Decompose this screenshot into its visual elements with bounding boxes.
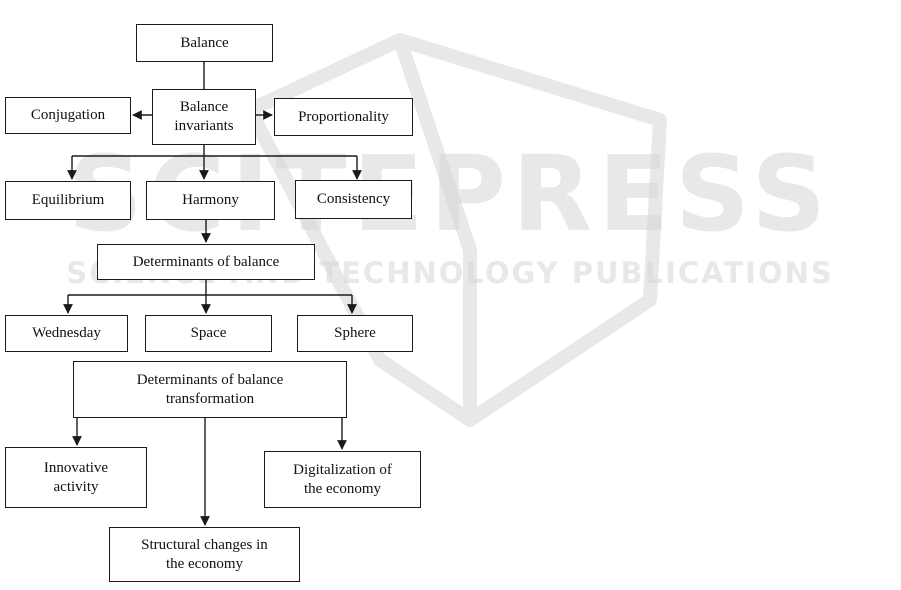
node-label-line: Determinants of balance	[132, 253, 280, 270]
node-label: Structural changes in the economy	[141, 536, 268, 574]
node-label-line: Structural changes in	[141, 536, 268, 553]
node-label-line: Conjugation	[30, 107, 106, 123]
node-determinants-of-balance: Determinants of balance	[97, 244, 315, 280]
node-label-line: Digitalization of	[293, 461, 392, 478]
node-label-line: Proportionality	[298, 108, 389, 125]
node-label-line: Harmony	[182, 192, 239, 208]
node-space: Space	[145, 315, 272, 352]
node-label-line: Balance	[180, 34, 229, 51]
node-label-line: Equilibrium	[31, 192, 105, 208]
node-harmony: Harmony	[146, 181, 275, 220]
node-balance-invariants: Balance invariants	[152, 89, 256, 145]
node-equilibrium: Equilibrium	[5, 181, 131, 220]
node-label: Proportionality	[298, 108, 389, 127]
node-label: Consistency	[317, 190, 390, 209]
node-label-line: Innovative	[43, 459, 109, 476]
node-proportionality: Proportionality	[274, 98, 413, 136]
node-label-line: Wednesday	[32, 325, 101, 341]
node-label: Determinants of balance transformation	[137, 371, 284, 409]
node-label-line: Space	[190, 325, 227, 341]
node-label: Conjugation	[31, 106, 105, 125]
node-balance: Balance	[136, 24, 273, 62]
node-label: Harmony	[182, 191, 239, 210]
node-structural-changes-in-the-economy: Structural changes in the economy	[109, 527, 300, 582]
node-label: Determinants of balance	[133, 253, 280, 272]
node-label: Space	[191, 324, 227, 343]
node-label: Balance invariants	[174, 98, 233, 136]
node-label-line: the economy	[303, 480, 382, 497]
node-label-line: Determinants of balance	[136, 371, 284, 388]
node-label-line: activity	[53, 478, 99, 495]
node-innovative-activity: Innovative activity	[5, 447, 147, 508]
node-conjugation: Conjugation	[5, 97, 131, 134]
node-consistency: Consistency	[295, 180, 412, 219]
node-label: Sphere	[334, 324, 376, 343]
node-digitalization-of-the-economy: Digitalization of the economy	[264, 451, 421, 508]
node-label: Innovative activity	[44, 459, 108, 497]
node-label-line: Balance	[179, 99, 229, 115]
node-label-line: Consistency	[316, 191, 391, 207]
node-label: Wednesday	[32, 324, 101, 343]
node-sphere: Sphere	[297, 315, 413, 352]
node-label: Equilibrium	[32, 191, 105, 210]
node-label-line: transformation	[165, 390, 255, 407]
node-label-line: invariants	[174, 118, 234, 134]
node-determinants-of-balance-transformation: Determinants of balance transformation	[73, 361, 347, 418]
node-wednesday: Wednesday	[5, 315, 128, 352]
node-label-line: the economy	[165, 555, 244, 572]
node-label-line: Sphere	[334, 325, 376, 341]
node-label: Digitalization of the economy	[293, 461, 392, 499]
node-label: Balance	[180, 34, 228, 53]
